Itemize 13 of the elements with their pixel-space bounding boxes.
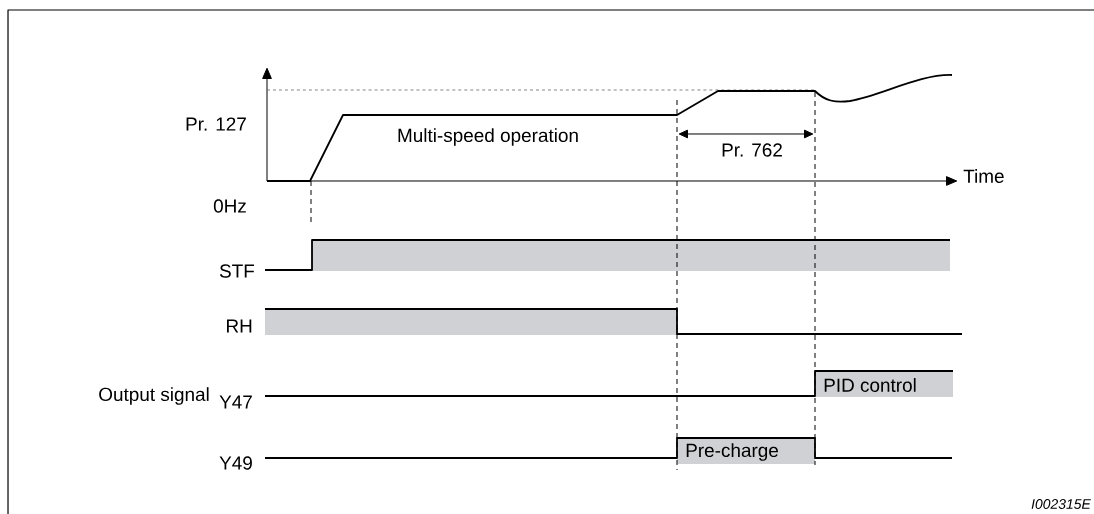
signal-band: PID control [815, 371, 953, 397]
signal-label: STF [219, 264, 255, 278]
axis-label: Time [963, 169, 1004, 183]
signal-label: RH [227, 319, 252, 333]
axis-label: Pr. 127 [186, 117, 246, 131]
signal-band: Pre-charge [677, 438, 815, 464]
dimension-label: Pr. 762 [722, 143, 782, 157]
axis-label: 0Hz [213, 199, 246, 213]
signal-group-label: Output signal [99, 387, 209, 405]
figure-code: I002315E [1031, 499, 1091, 509]
signal-label: Y49 [219, 456, 252, 470]
phase-label: Multi-speed operation [398, 128, 578, 146]
signal-label: Y47 [219, 395, 252, 409]
